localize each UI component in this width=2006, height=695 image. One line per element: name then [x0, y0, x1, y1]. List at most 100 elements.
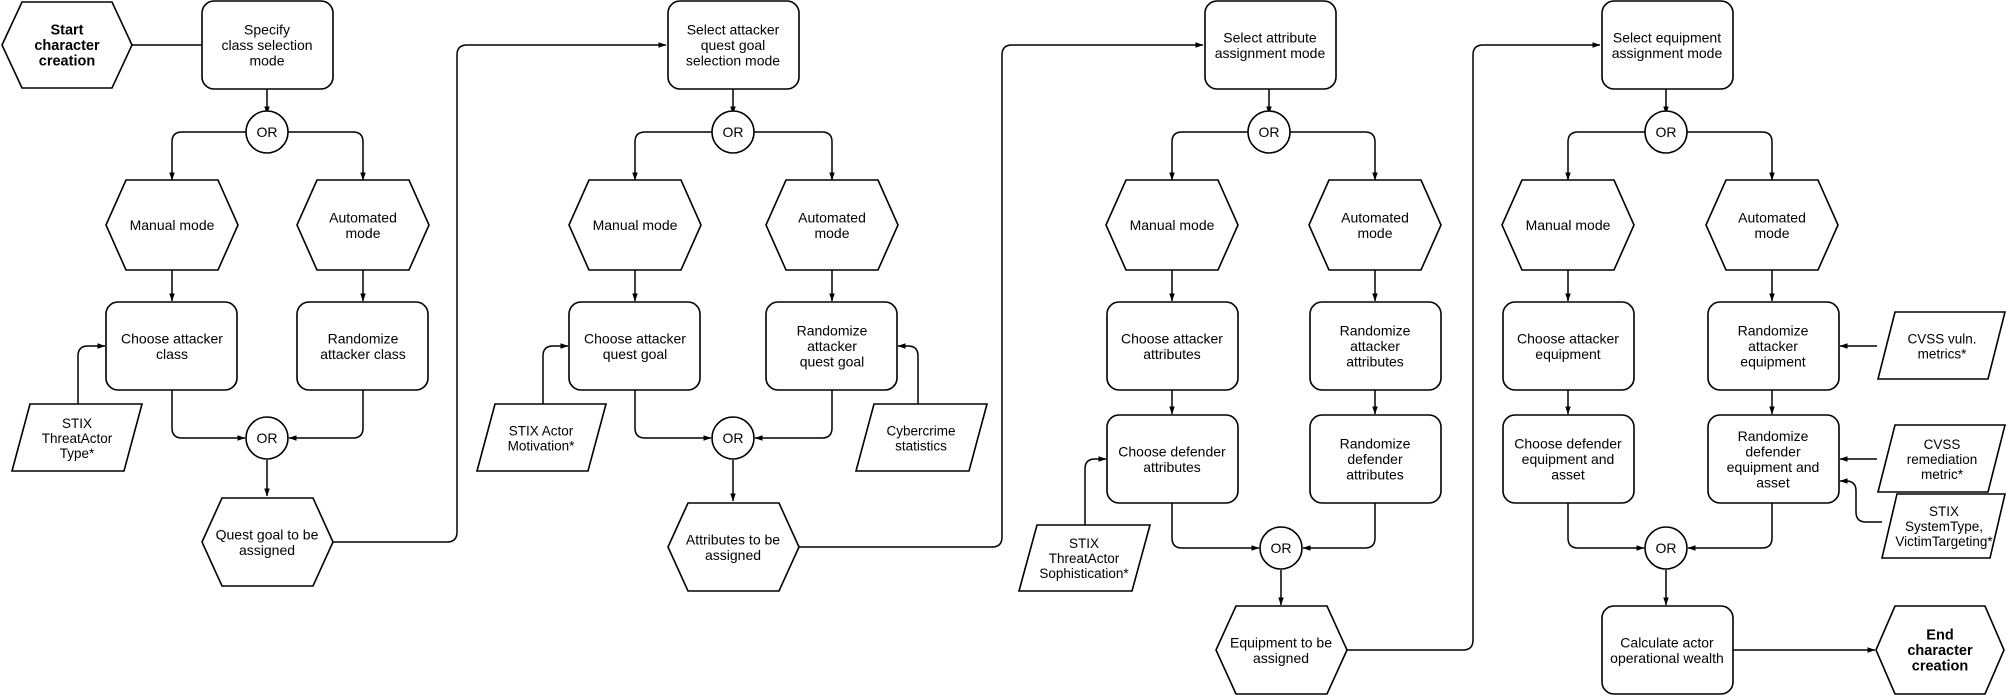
- label-line: Select attribute: [1223, 29, 1317, 45]
- label-line: attacker: [807, 338, 857, 354]
- or-gate-1a-label: OR: [257, 124, 278, 140]
- edge-equipment-to-select-equip: [1347, 42, 1601, 651]
- label-line: assignment mode: [1215, 45, 1326, 61]
- label-line: mode: [1357, 225, 1392, 241]
- edge-quest-to-select-goal: [333, 42, 667, 543]
- label-line: assigned: [239, 542, 295, 558]
- label-line: Choose attacker: [1517, 330, 1619, 346]
- label-line: ThreatActor: [1049, 551, 1120, 566]
- label-line: Manual mode: [593, 217, 678, 233]
- label-line: mode: [814, 225, 849, 241]
- label-line: STIX Actor: [509, 424, 574, 439]
- edge-cybercrime-to-random: [897, 343, 919, 404]
- or-gate-2b-label: OR: [723, 430, 744, 446]
- or-gate-2a: OR: [711, 110, 755, 154]
- label-line: STIX: [1069, 536, 1099, 551]
- label-line: Automated: [329, 209, 397, 225]
- or-gate-2b: OR: [711, 416, 755, 460]
- label-line: End: [1926, 628, 1953, 644]
- label-line: OR: [1259, 124, 1280, 140]
- label-line: Randomize: [797, 323, 868, 339]
- edge-random-to-or1b: [288, 390, 364, 441]
- edge-attributes-to-select-attr: [799, 42, 1204, 548]
- manual-mode-4-label: Manual mode: [1526, 217, 1611, 233]
- label-line: Quest goal to be: [216, 526, 319, 542]
- edge-soph-to-choose-def: [1084, 456, 1107, 525]
- label-line: quest goal: [603, 346, 668, 362]
- label-line: mode: [345, 225, 380, 241]
- label-line: equipment: [1740, 354, 1805, 370]
- label-line: Specify: [244, 22, 290, 38]
- label-line: selection mode: [686, 53, 780, 69]
- edge-stix-system-to-random-def: [1839, 478, 1882, 523]
- label-line: equipment: [1535, 346, 1600, 362]
- label-line: character: [34, 38, 100, 54]
- label-line: defender: [1347, 451, 1403, 467]
- label-line: assigned: [1253, 650, 1309, 666]
- edge-or-to-auto2: [754, 131, 835, 181]
- label-line: Manual mode: [1130, 217, 1215, 233]
- label-line: SystemType,: [1905, 519, 1983, 534]
- edge-choose-def-equip-to-or4b: [1567, 503, 1645, 551]
- label-line: Calculate actor: [1620, 634, 1714, 650]
- label-line: OR: [723, 124, 744, 140]
- label-line: Automated: [1738, 209, 1806, 225]
- edge-choose-to-or1b: [171, 390, 246, 441]
- label-line: Randomize: [328, 330, 399, 346]
- manual-mode-4: Manual mode: [1501, 179, 1635, 271]
- label-line: asset: [1756, 474, 1790, 490]
- label-line: OR: [257, 430, 278, 446]
- edge-or-to-auto1: [288, 131, 366, 181]
- cvss-vuln-metrics-label: CVSS vuln.metrics*: [1907, 332, 1976, 362]
- label-line: attributes: [1346, 467, 1404, 483]
- label-line: Choose attacker: [1121, 330, 1223, 346]
- label-line: operational wealth: [1610, 650, 1724, 666]
- or-gate-3a: OR: [1247, 110, 1291, 154]
- label-line: equipment and: [1727, 459, 1820, 475]
- edge-or-to-auto3: [1290, 131, 1378, 181]
- label-line: Randomize: [1738, 428, 1809, 444]
- label-line: defender: [1745, 443, 1801, 459]
- label-line: attacker: [1350, 338, 1400, 354]
- manual-mode-1-label: Manual mode: [130, 217, 215, 233]
- label-line: Cybercrime: [886, 424, 955, 439]
- label-line: asset: [1551, 467, 1585, 483]
- label-line: Randomize: [1340, 436, 1411, 452]
- label-line: CVSS vuln.: [1907, 332, 1976, 347]
- label-line: Choose defender: [1118, 443, 1226, 459]
- or-gate-4a-label: OR: [1656, 124, 1677, 140]
- label-line: statistics: [895, 439, 947, 454]
- label-line: attacker class: [320, 346, 406, 362]
- label-line: Choose defender: [1514, 436, 1622, 452]
- or-gate-1a: OR: [245, 110, 289, 154]
- cvss-vuln-metrics-input: CVSS vuln.metrics*: [1876, 311, 2006, 380]
- label-line: mode: [1754, 225, 1789, 241]
